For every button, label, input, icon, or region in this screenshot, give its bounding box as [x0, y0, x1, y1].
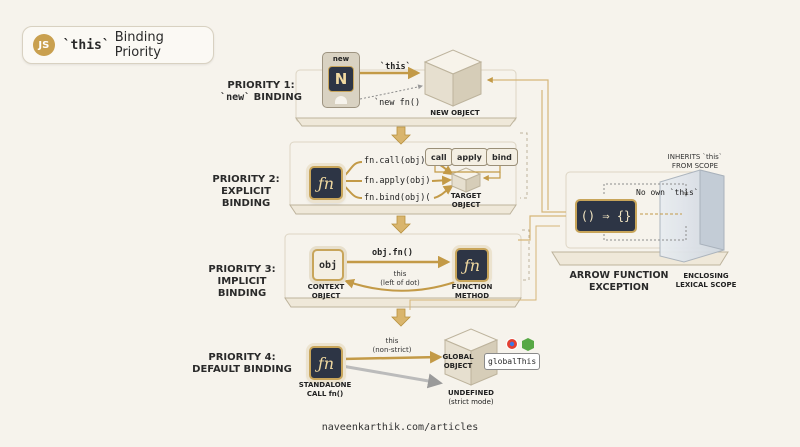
global-object-cube — [443, 328, 499, 386]
new-object-caption: NEW OBJECT — [430, 109, 480, 117]
standalone-call-caption: STANDALONE CALL fn() — [298, 381, 352, 398]
footer-url: naveenkarthik.com/articles — [321, 422, 479, 433]
js-logo-icon: JS — [33, 34, 55, 56]
priority-flow-arrows — [391, 126, 411, 327]
apply-expression: fn.apply(obj) — [364, 176, 431, 186]
priority-1-label: PRIORITY 1: `new` BINDING — [220, 80, 302, 103]
undefined-caption: UNDEFINED (strict mode) — [448, 389, 494, 406]
priority-2-label: PRIORITY 2: EXPLICIT BINDING — [212, 174, 280, 209]
apply-chip: apply — [451, 148, 488, 166]
new-object-cube — [423, 49, 483, 107]
target-object-cube — [450, 167, 482, 193]
lexical-scope-caption: ENCLOSING LEXICAL SCOPE — [675, 272, 737, 289]
priority-4-label: PRIORITY 4: DEFAULT BINDING — [192, 352, 292, 375]
bind-expression: fn.bind(obj)( — [364, 193, 431, 203]
new-keyword-icon: N — [328, 66, 354, 92]
standalone-function-icon: ƒn — [309, 346, 343, 380]
no-own-this-label: No own `this` — [636, 188, 699, 197]
inherits-this-label: INHERITS `this` FROM SCOPE — [667, 153, 723, 170]
new-puzzle-tile: new N — [322, 52, 360, 108]
priority-3-label: PRIORITY 3: IMPLICIT BINDING — [208, 264, 276, 299]
method-function-icon: ƒn — [455, 248, 489, 282]
default-this-label: this (non-strict) — [372, 337, 412, 354]
call-expression: fn.call(obj) — [364, 156, 426, 166]
implicit-this-label: this (left of dot) — [380, 270, 420, 287]
bind-chip: bind — [486, 148, 518, 166]
nodejs-icon — [522, 338, 534, 351]
context-object-icon: obj — [312, 249, 344, 281]
globalthis-label: globalThis — [484, 353, 541, 370]
arrow-function-icon: () ⇒ {} — [575, 199, 637, 233]
method-call-label: obj.fn() — [372, 248, 413, 258]
function-icon: ƒn — [309, 166, 343, 200]
page-title: Binding Priority — [114, 30, 164, 60]
p1-call-label: `new fn() — [374, 98, 421, 108]
arrow-exception-title: ARROW FUNCTION EXCEPTION — [569, 270, 669, 293]
puzzle-notch — [335, 96, 347, 104]
function-method-caption: FUNCTION METHOD — [451, 283, 493, 300]
context-object-caption: CONTEXT OBJECT — [307, 283, 345, 300]
title-code: `this` — [62, 37, 110, 53]
platform-p1 — [295, 69, 517, 127]
title-pill: JS `this` Binding Priority — [22, 26, 214, 64]
platform-p2 — [289, 141, 517, 215]
p1-this-label: `this` — [380, 62, 411, 72]
call-chip: call — [425, 148, 453, 166]
global-object-caption: GLOBAL OBJECT — [442, 353, 474, 370]
lexical-scope-panel — [659, 169, 725, 263]
target-object-caption: TARGET OBJECT — [450, 192, 482, 209]
